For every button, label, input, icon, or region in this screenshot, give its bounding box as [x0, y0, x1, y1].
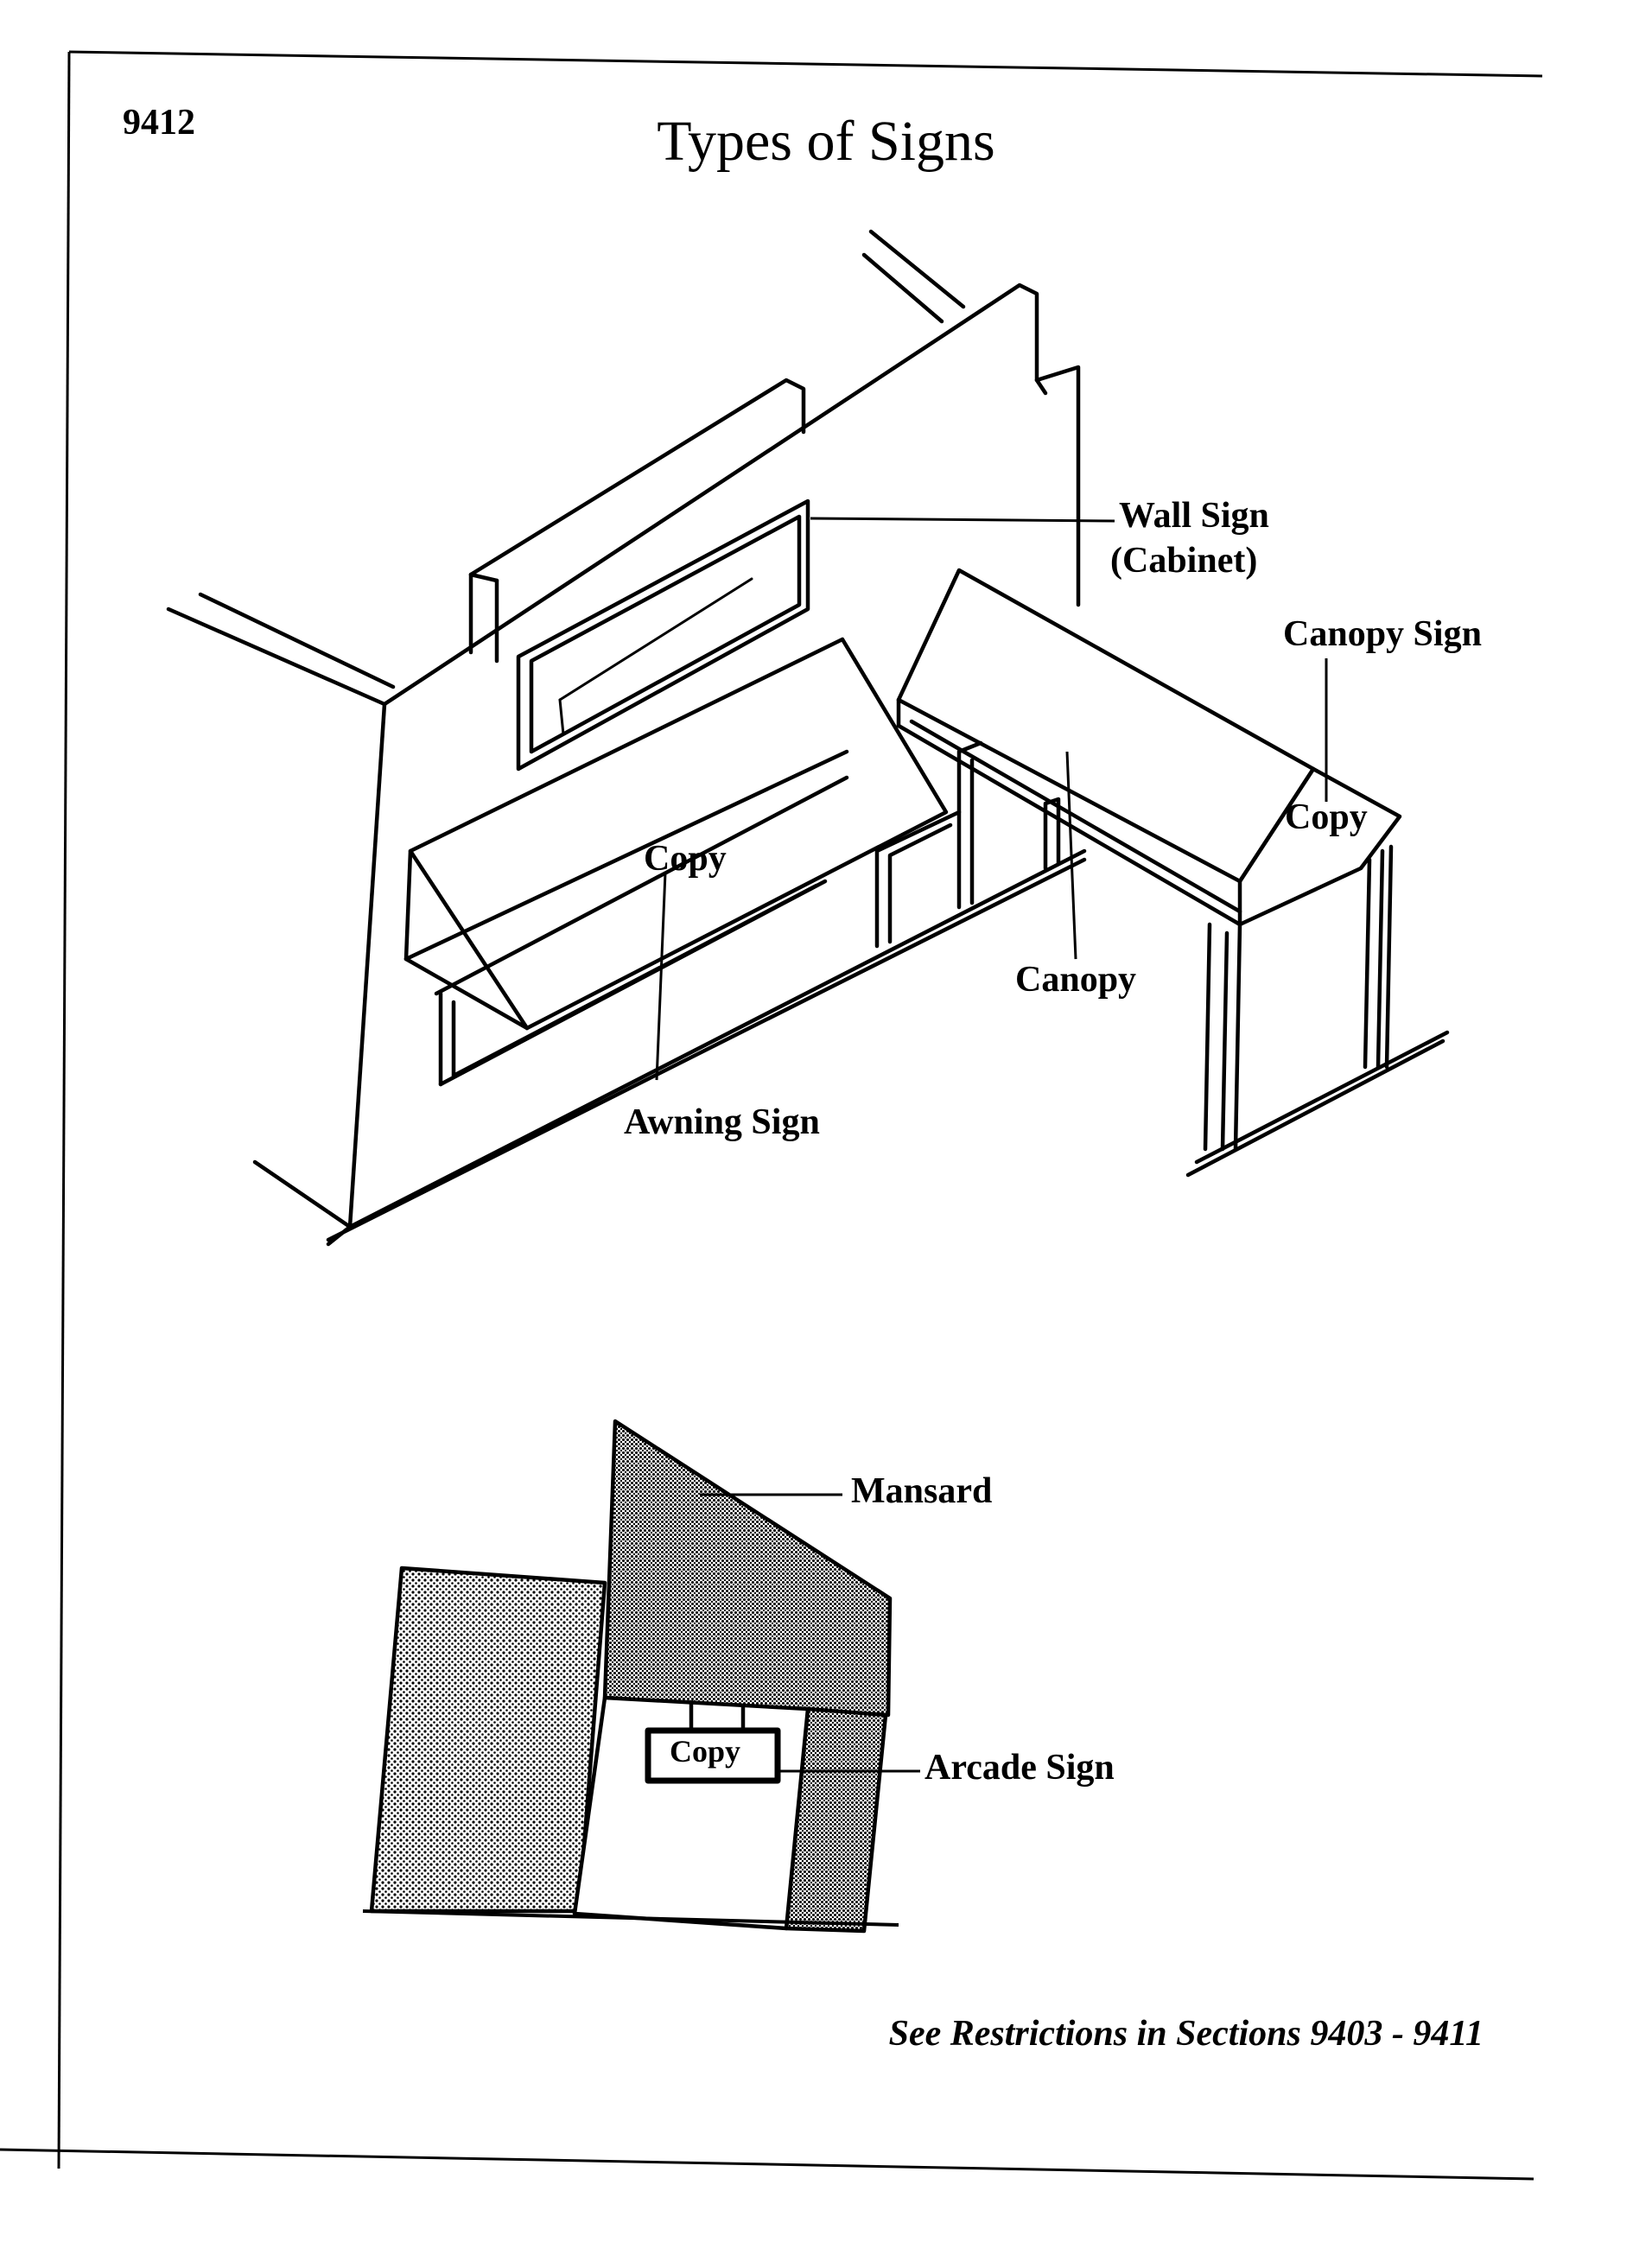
arcade-copy-label: Copy — [670, 1734, 741, 1769]
page-number: 9412 — [123, 103, 195, 143]
canopy-label: Canopy — [1015, 960, 1137, 1000]
arcade-illustration — [362, 1419, 899, 1934]
mansard-label: Mansard — [851, 1471, 993, 1511]
canopy-sign-label: Canopy Sign — [1283, 614, 1482, 654]
leader-lines — [655, 517, 1328, 1081]
awning-sign-label: Awning Sign — [624, 1102, 820, 1142]
awning-copy-label: Copy — [644, 839, 727, 879]
wall-sign-label: Wall Sign — [1119, 496, 1269, 536]
wall-sign-sub-label: (Cabinet) — [1110, 541, 1258, 581]
page-title: Types of Signs — [657, 110, 995, 173]
restrictions-footnote: See Restrictions in Sections 9403 - 9411 — [888, 2014, 1484, 2054]
page-frame — [0, 50, 1543, 2181]
canopy-copy-label: Copy — [1285, 797, 1368, 837]
storefront-illustration — [166, 229, 1450, 1247]
arcade-sign-label: Arcade Sign — [924, 1748, 1115, 1788]
